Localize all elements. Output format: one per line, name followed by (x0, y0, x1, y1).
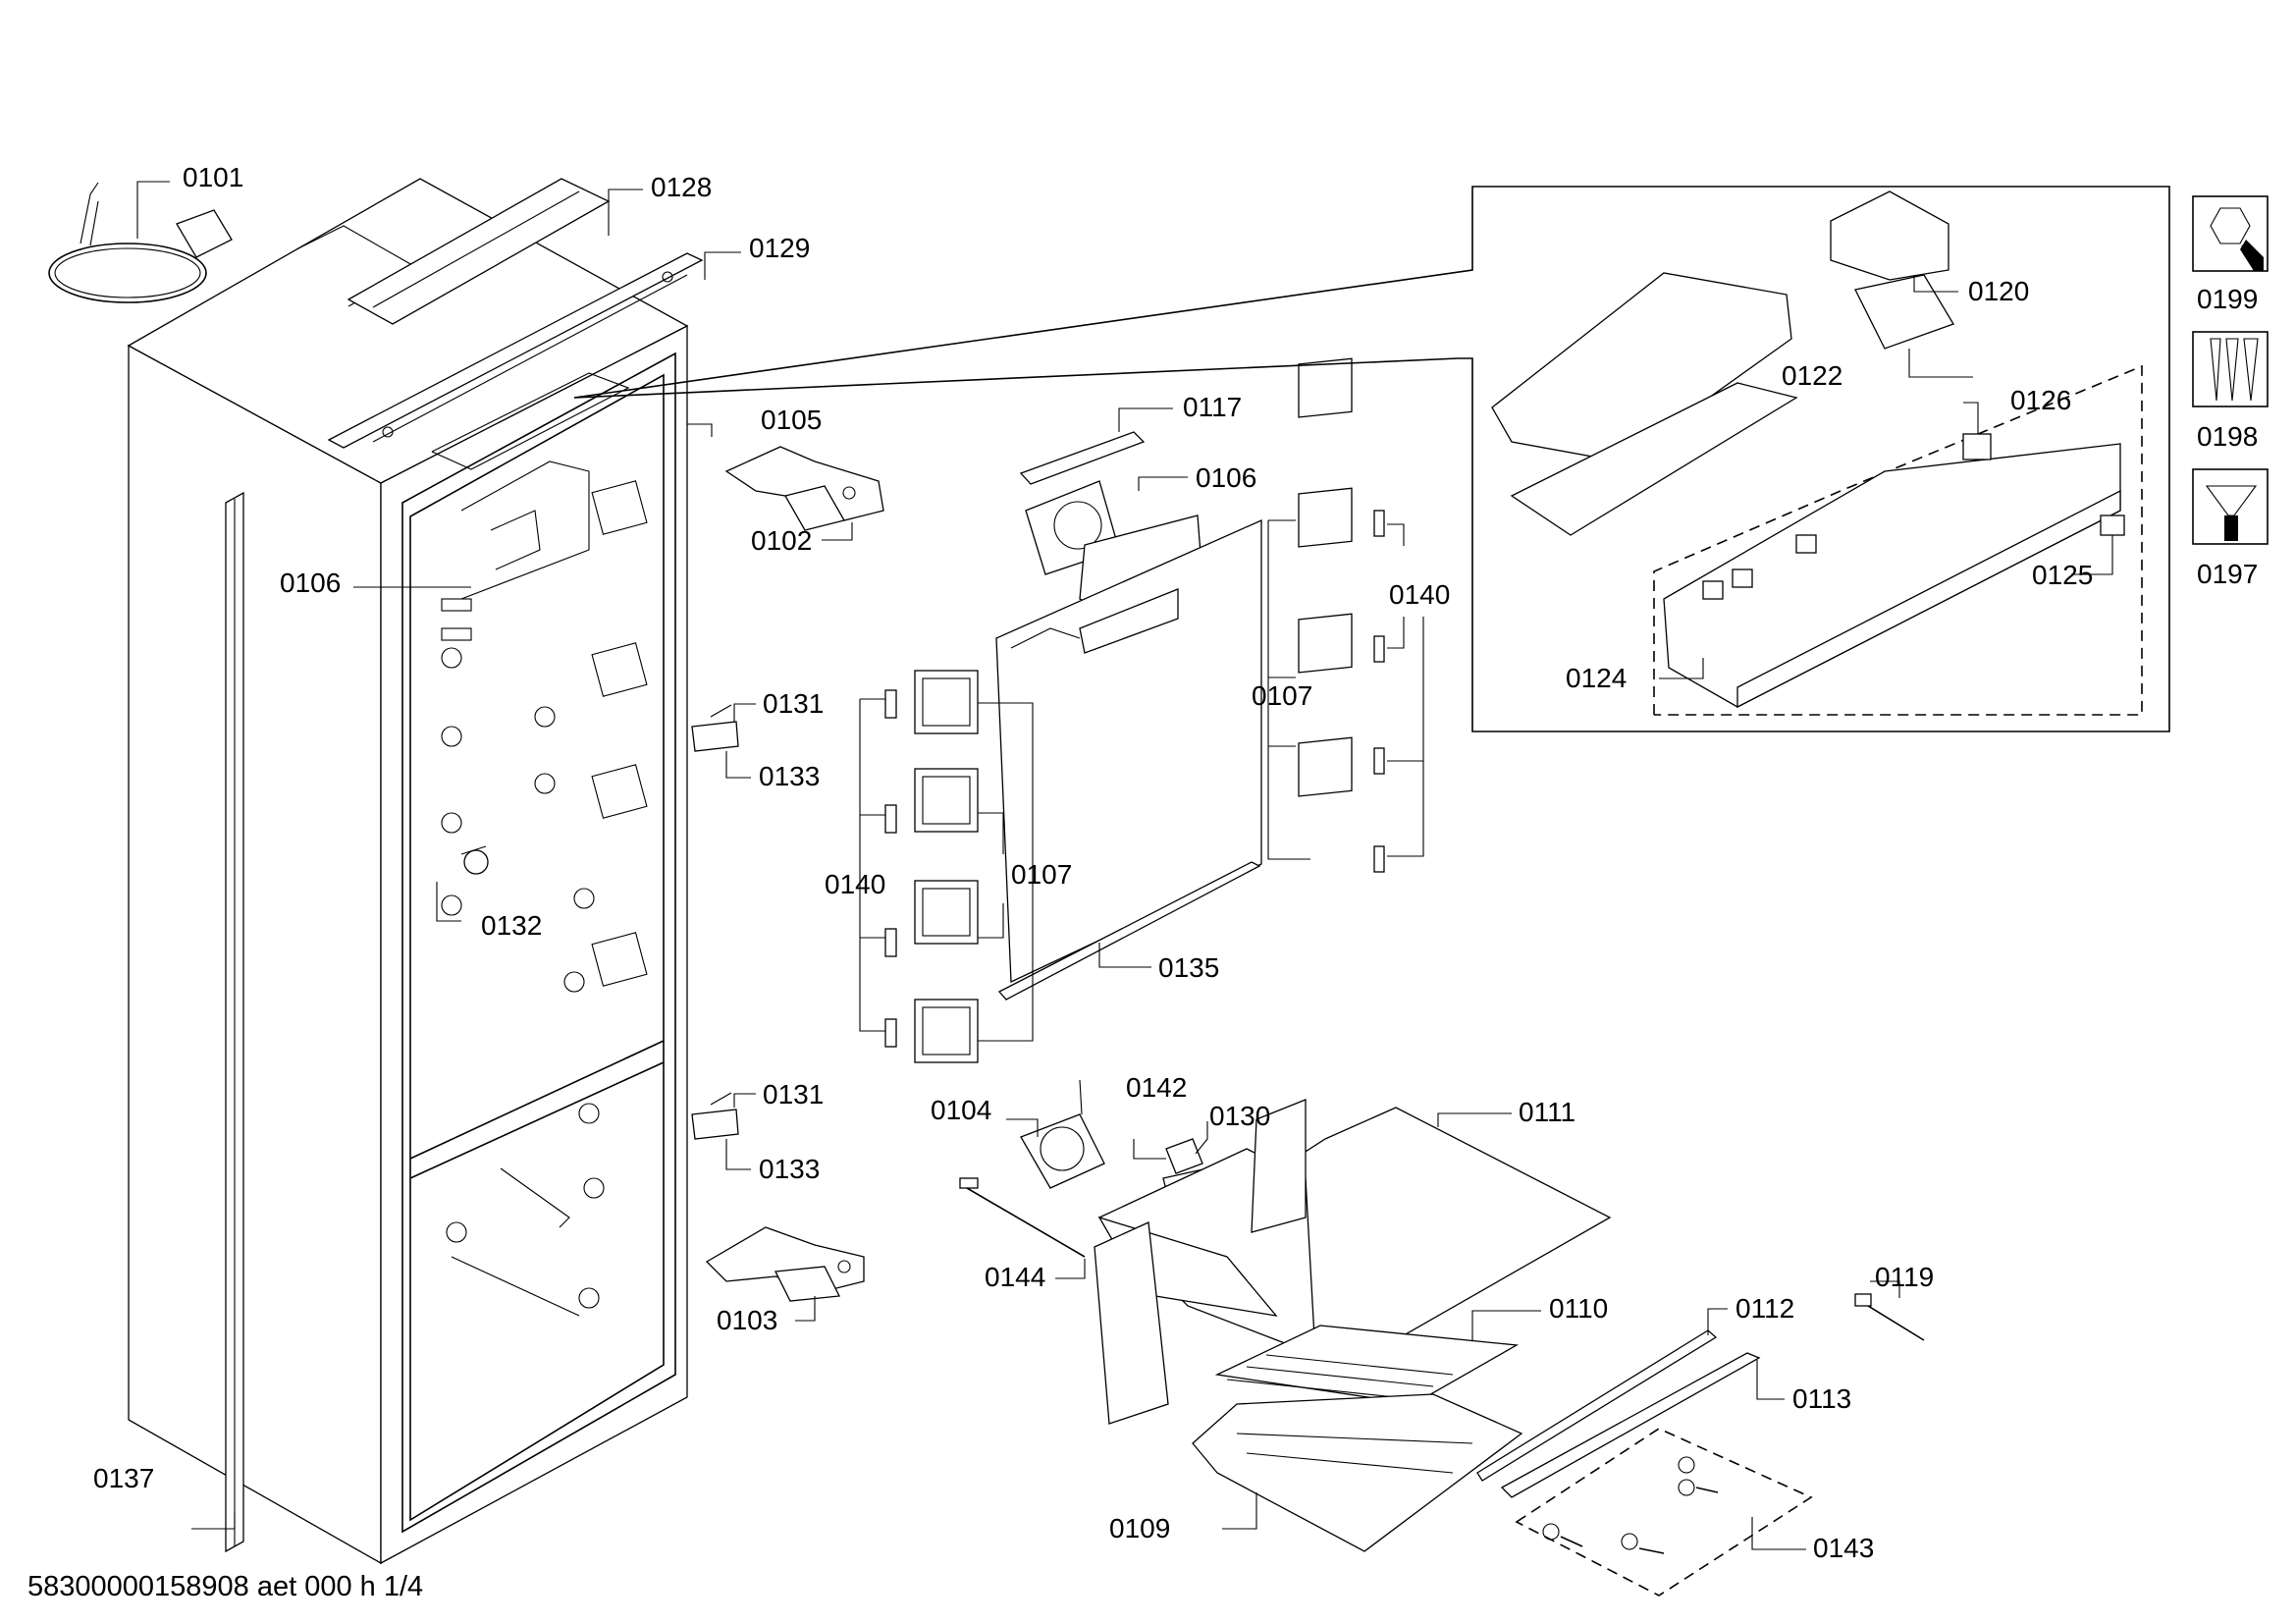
nut-and-wrench-icon (2192, 195, 2269, 272)
screwdriver-icon (2192, 468, 2269, 545)
callout-0104: 0104 (931, 1095, 991, 1125)
part-0109-tray (1192, 1393, 1523, 1552)
callout-0102: 0102 (751, 525, 812, 556)
callout-0132: 0132 (481, 910, 542, 941)
part-0131-0133-caps-bottom (691, 1092, 739, 1140)
callout-0107-left: 0107 (1011, 859, 1072, 890)
callout-0111: 0111 (1519, 1097, 1575, 1127)
part-0143-screw-set (1515, 1428, 1813, 1597)
callout-0140-left: 0140 (825, 869, 885, 899)
foil-pads-left (884, 670, 979, 1063)
part-0112-rail (1476, 1329, 1718, 1482)
callout-0142: 0142 (1126, 1072, 1187, 1103)
service-label-0197: 0197 (2197, 559, 2258, 589)
back-plate (1094, 1221, 1169, 1425)
callout-0101: 0101 (183, 162, 243, 192)
callout-0112: 0112 (1735, 1293, 1794, 1324)
callout-0135: 0135 (1158, 952, 1219, 983)
callout-0133-top: 0133 (759, 761, 820, 791)
part-0117-bracket (1019, 431, 1146, 485)
part-0103-hinge (705, 1226, 865, 1302)
callout-labels: 0101 0128 0129 0105 0102 0106 0117 0106 … (27, 162, 2258, 1602)
bracket-lines (859, 519, 1424, 1042)
duct-panel (995, 518, 1262, 984)
callout-0140-right: 0140 (1389, 579, 1450, 610)
callout-0107-right: 0107 (1252, 680, 1312, 711)
drawing-code: 58300000158908 aet 000 h 1/4 (27, 1571, 423, 1602)
callout-0125: 0125 (2032, 560, 2093, 590)
part-0110-filter (1214, 1325, 1520, 1405)
callout-0128: 0128 (651, 172, 712, 202)
part-0113-strip (1500, 1352, 1761, 1498)
callout-0126: 0126 (2010, 385, 2071, 415)
service-label-0199: 0199 (2197, 284, 2258, 314)
part-0131-0133-caps-top (691, 704, 739, 752)
part-0101-power-cord (48, 182, 233, 303)
callout-0144: 0144 (985, 1262, 1045, 1292)
service-label-0198: 0198 (2197, 421, 2258, 452)
cabinet-body (127, 178, 689, 1565)
callout-0131-top: 0131 (763, 688, 824, 719)
foil-pads-right (1298, 357, 1385, 873)
part-0135-strip (997, 861, 1261, 1001)
callout-0109: 0109 (1109, 1513, 1170, 1543)
part-0129-rail (327, 252, 704, 449)
electronics-inset (573, 186, 2170, 732)
service-icons (2192, 195, 2269, 545)
part-0104-fan (1020, 1079, 1105, 1189)
part-0132-lamp (460, 845, 489, 875)
part-0111-evaporator-cover (1097, 1099, 1612, 1376)
callout-0113: 0113 (1792, 1383, 1851, 1414)
callout-0119: 0119 (1875, 1262, 1934, 1292)
callout-0117: 0117 (1183, 392, 1242, 422)
callout-0122: 0122 (1782, 360, 1842, 391)
callout-0105: 0105 (761, 405, 822, 435)
callout-0124: 0124 (1566, 663, 1627, 693)
callout-0130: 0130 (1209, 1101, 1270, 1131)
leader-lines (136, 181, 2113, 1550)
callout-0129: 0129 (749, 233, 810, 263)
callout-0137: 0137 (93, 1463, 154, 1493)
callout-0103: 0103 (717, 1305, 777, 1335)
screws-icon (2192, 331, 2269, 407)
callout-0106-left: 0106 (280, 568, 341, 598)
callout-0106-fan: 0106 (1196, 462, 1256, 493)
callout-0120: 0120 (1968, 276, 2029, 306)
part-0102-hinge (724, 446, 884, 531)
callout-0133-bottom: 0133 (759, 1154, 820, 1184)
callout-0131-bottom: 0131 (763, 1079, 824, 1110)
part-0144-sensor (959, 1177, 1086, 1258)
callout-0110: 0110 (1549, 1293, 1608, 1324)
callout-0143: 0143 (1813, 1533, 1874, 1563)
part-0119-wire (1854, 1293, 1925, 1341)
